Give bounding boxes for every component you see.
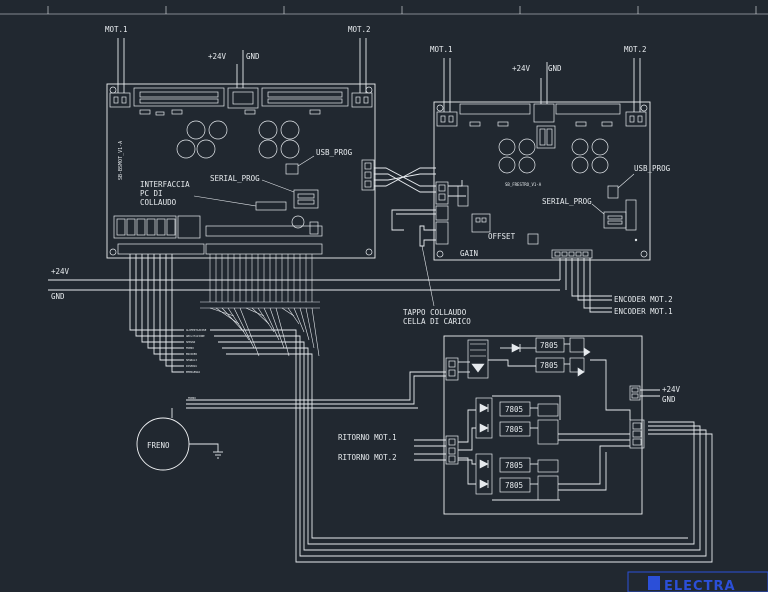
harness-fanout: [245, 307, 265, 317]
harness-fanout: [215, 307, 240, 325]
reg-2: 7805: [540, 361, 558, 370]
harness-label-1: ALIMENTAZIONE: [186, 328, 207, 332]
reg-6: 7805: [505, 481, 523, 490]
harness-fanout: [227, 307, 250, 341]
right-mot1-label: MOT.1: [430, 45, 453, 54]
harness-fanout: [269, 307, 285, 349]
left-mot2-label: MOT.2: [348, 25, 371, 34]
harness-fanout: [221, 307, 245, 333]
brake-line-label: FRENO: [188, 396, 196, 400]
harness-label-4: FRENO: [186, 346, 194, 350]
encoder-mot1-label: ENCODER MOT.1: [614, 307, 673, 316]
left-board: SB-BSMOT_V1-A: [106, 83, 376, 259]
left-serial-prog-label: SERIAL_PROG: [210, 174, 260, 183]
bus-24v-label: +24V: [51, 267, 70, 276]
harness-fanout: [233, 307, 255, 349]
encoder-mot2-label: ENCODER MOT.2: [614, 295, 673, 304]
tappo-label-1: TAPPO COLLAUDO: [403, 308, 467, 317]
harness-label-6: SEGNALI: [186, 358, 197, 362]
harness-fanout: [305, 307, 315, 349]
ritorno-mot1-label: RITORNO MOT.1: [338, 433, 397, 442]
signal-harness: ALIMENTAZIONE ABILITAZIONE SPEGNI FRENO …: [129, 254, 713, 563]
harness-fanout: [257, 307, 275, 333]
harness-fanout: [239, 307, 260, 357]
harness-label-7: RISERVA: [186, 364, 197, 368]
right-24v-label: +24V: [512, 64, 531, 73]
harness-fanout: [281, 307, 295, 317]
interface-label-2: PC DI: [140, 189, 163, 198]
load-cell-plug: TAPPO COLLAUDO CELLA DI CARICO: [391, 209, 471, 326]
right-usb-prog-label: USB_PROG: [634, 164, 671, 173]
right-mot2-label: MOT.2: [624, 45, 647, 54]
tappo-label-2: CELLA DI CARICO: [403, 317, 471, 326]
right-serial-prog-label: SERIAL_PROG: [542, 197, 592, 206]
harness-fanout: [311, 307, 320, 357]
harness-fanout: [287, 307, 300, 325]
module-gnd-label: GND: [662, 395, 676, 404]
interface-label-3: COLLAUDO: [140, 198, 177, 207]
left-board-top-wires: [117, 38, 367, 93]
left-mot1-label: MOT.1: [105, 25, 128, 34]
harness-fanout: [251, 307, 270, 325]
right-pcb-code: SB_FRESTRO_V1-A: [505, 182, 542, 187]
interface-label-1: INTERFACCIA: [140, 180, 190, 189]
right-board: SB_FRESTRO_V1-A: [433, 101, 651, 261]
harness-label-3: SPEGNI: [186, 340, 196, 344]
harness-label-2: ABILITAZIONE: [186, 334, 205, 338]
gain-label: GAIN: [460, 249, 478, 258]
inter-board-wires: [374, 167, 466, 197]
reg-4: 7805: [505, 425, 523, 434]
reg-1: 7805: [540, 341, 558, 350]
brake-motor: FRENO: [136, 408, 223, 471]
harness-label-8: EMERGENZA: [186, 370, 200, 374]
motor-return: RITORNO MOT.1 RITORNO MOT.2: [338, 433, 446, 462]
ritorno-mot2-label: RITORNO MOT.2: [338, 453, 397, 462]
reg-5: 7805: [505, 461, 523, 470]
drawing-frame: [0, 6, 768, 15]
harness-fanout: [275, 307, 290, 357]
harness-fanout: [293, 307, 305, 333]
offset-label: OFFSET: [488, 232, 516, 241]
right-board-labels: MOT.1 MOT.2 +24V GND USB_PROG SERIAL_PRO…: [430, 45, 671, 258]
logo-text: ELECTRA: [664, 579, 736, 592]
electra-logo: ELECTRA: [627, 571, 768, 592]
regulator-module: +24V GND 7805 7805: [443, 335, 681, 515]
left-24v-label: +24V: [208, 52, 227, 61]
reg-3: 7805: [505, 405, 523, 414]
encoder-wires: ENCODER MOT.2 ENCODER MOT.1: [571, 258, 673, 316]
harness-fanout: [263, 307, 280, 341]
freno-label: FRENO: [147, 441, 170, 450]
left-usb-prog-label: USB_PROG: [316, 148, 353, 157]
right-gnd-label: GND: [548, 64, 562, 73]
left-board-labels: MOT.1 MOT.2 +24V GND USB_PROG SERIAL_PRO…: [105, 25, 371, 207]
left-pcb-code: SB-BSMOT_V1-A: [118, 141, 124, 180]
module-24v-label: +24V: [662, 385, 681, 394]
harness-label-5: ENCODER: [186, 352, 197, 356]
left-gnd-label: GND: [246, 52, 260, 61]
power-bus: +24V GND: [48, 258, 567, 301]
bus-gnd-label: GND: [51, 292, 65, 301]
harness-fanout: [299, 307, 310, 341]
right-board-top-wires: [443, 58, 641, 112]
